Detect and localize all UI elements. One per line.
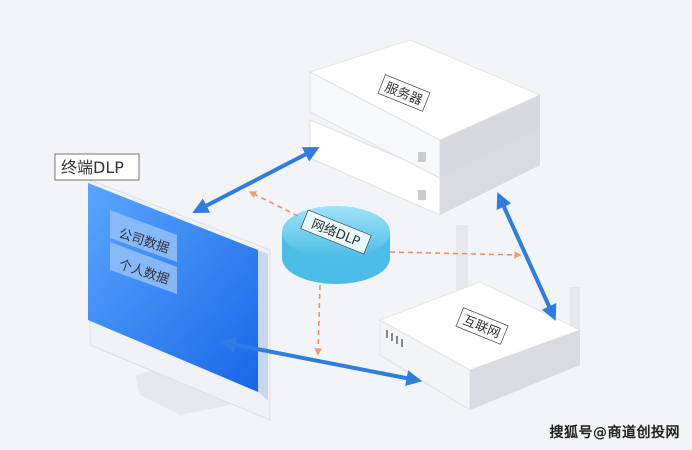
svg-text:终端DLP: 终端DLP: [61, 158, 124, 177]
arrow-endpoint-internet: [219, 336, 423, 387]
dashed-arrow-down: [314, 284, 322, 356]
watermark: 搜狐号@商道创投网: [549, 425, 680, 441]
dashed-arrow-to-endpoint: [248, 191, 299, 217]
server: [308, 39, 542, 216]
network-dlp-cylinder: [282, 206, 390, 284]
dashed-arrow-to-internet: [389, 251, 522, 259]
arrow-server-internet: [496, 192, 557, 321]
arrow-endpoint-server: [192, 147, 320, 213]
endpoint-dlp-label: 终端DLP: [54, 153, 140, 181]
